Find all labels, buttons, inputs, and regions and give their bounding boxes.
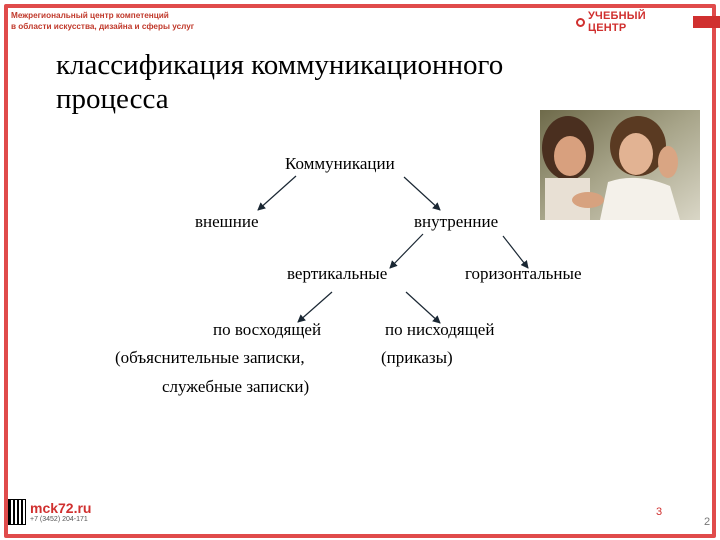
node-vertical: вертикальные: [287, 264, 388, 283]
qr-code-icon: [8, 499, 26, 525]
node-horizontal: горизонтальные: [465, 264, 582, 283]
organization-line-2: в области искусства, дизайна и сферы усл…: [11, 21, 195, 31]
slide-title-line-1: классификация коммуникационного: [56, 49, 504, 81]
two-women-photo: [540, 110, 700, 220]
brand-name: УЧЕБНЫЙ ЦЕНТР: [587, 10, 646, 34]
organization-name: Межрегиональный центр компетенций в обла…: [11, 11, 194, 32]
organization-line-1: Межрегиональный центр компетенций: [11, 11, 169, 20]
slide-title-line-2: процесса: [56, 83, 169, 115]
node-upward: по восходящей: [213, 320, 322, 339]
slide-title: классификация коммуникационного процесса: [56, 48, 503, 116]
upward-examples-line-1: (объяснительные записки,: [115, 348, 305, 367]
footer-logo: mck72.ru +7 (3452) 204-171: [8, 499, 91, 525]
node-external: внешние: [195, 212, 259, 231]
node-downward: по нисходящей: [385, 320, 495, 339]
downward-examples: (приказы): [381, 348, 453, 367]
upward-examples-line-2: служебные записки): [162, 377, 310, 396]
node-internal: внутренние: [414, 212, 499, 231]
brand-tag-icon: [693, 16, 720, 28]
node-communications: Коммуникации: [285, 154, 395, 173]
brand-logo: УЧЕБНЫЙ ЦЕНТР: [576, 10, 720, 34]
brand-circle-icon: [576, 17, 585, 27]
page-number: 3: [656, 506, 663, 518]
slide-border: [4, 4, 716, 538]
footer-phone: +7 (3452) 204-171: [30, 515, 88, 523]
footer-site: mck72.ru: [30, 499, 92, 516]
slide-number: 2: [704, 516, 711, 528]
